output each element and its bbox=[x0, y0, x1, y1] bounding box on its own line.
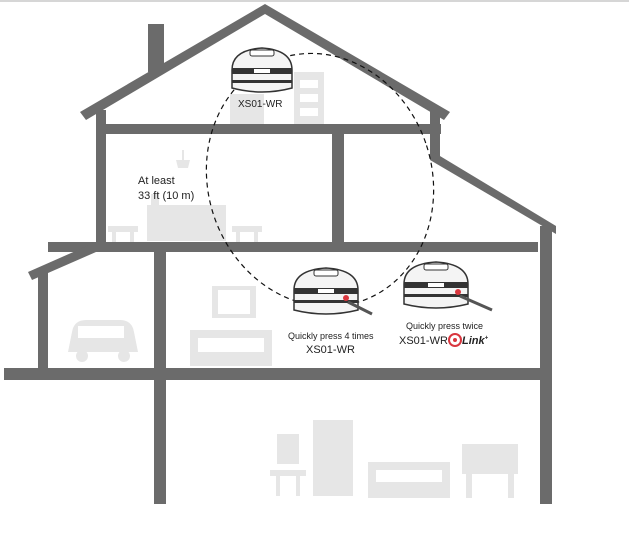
furniture-group bbox=[68, 72, 518, 498]
distance-line-1: At least bbox=[138, 175, 175, 187]
wall-garage-left bbox=[38, 268, 48, 378]
attic-floor bbox=[96, 124, 441, 134]
link-logo-icon bbox=[448, 333, 462, 347]
wall-right-upper bbox=[430, 110, 440, 156]
roof-right bbox=[430, 150, 556, 234]
house-walls bbox=[4, 4, 556, 504]
attic-device-label: XS01-WR bbox=[238, 99, 283, 110]
link-brand-label: Link+ bbox=[462, 335, 489, 347]
indicator-light bbox=[455, 289, 461, 295]
chimney bbox=[148, 24, 164, 72]
distance-label: At least 33 ft (10 m) bbox=[138, 174, 194, 204]
attic-box bbox=[230, 94, 264, 124]
lamp-icon bbox=[176, 160, 190, 168]
fridge-icon bbox=[313, 420, 353, 496]
left-model-label: XS01-WR bbox=[306, 344, 355, 356]
top-divider bbox=[0, 0, 629, 2]
indicator-light bbox=[343, 295, 349, 301]
nightstand-left bbox=[108, 226, 138, 232]
smoke-alarm-device-attic bbox=[231, 47, 293, 93]
right-instruction: Quickly press twice bbox=[406, 321, 484, 331]
wall-interior-upper bbox=[332, 134, 344, 246]
wall-left-upper bbox=[96, 110, 106, 252]
desk-icon bbox=[462, 444, 518, 474]
range-circle bbox=[205, 52, 435, 308]
left-instruction: Quickly press 4 times bbox=[288, 331, 374, 341]
floor-second bbox=[48, 242, 538, 252]
smoke-alarm-device-left bbox=[293, 267, 373, 316]
smoke-alarm-device-right bbox=[403, 261, 493, 312]
pin-tool bbox=[459, 294, 493, 312]
wall-right-lower bbox=[540, 226, 552, 504]
floor-ground bbox=[4, 368, 550, 380]
bed-icon bbox=[147, 205, 226, 241]
table-icon bbox=[270, 470, 306, 476]
right-model-label: XS01-WR bbox=[399, 335, 448, 347]
distance-line-2: 33 ft (10 m) bbox=[138, 190, 195, 202]
nightstand-right bbox=[232, 226, 262, 232]
pin-tool bbox=[347, 300, 373, 316]
chair-icon bbox=[277, 434, 299, 464]
